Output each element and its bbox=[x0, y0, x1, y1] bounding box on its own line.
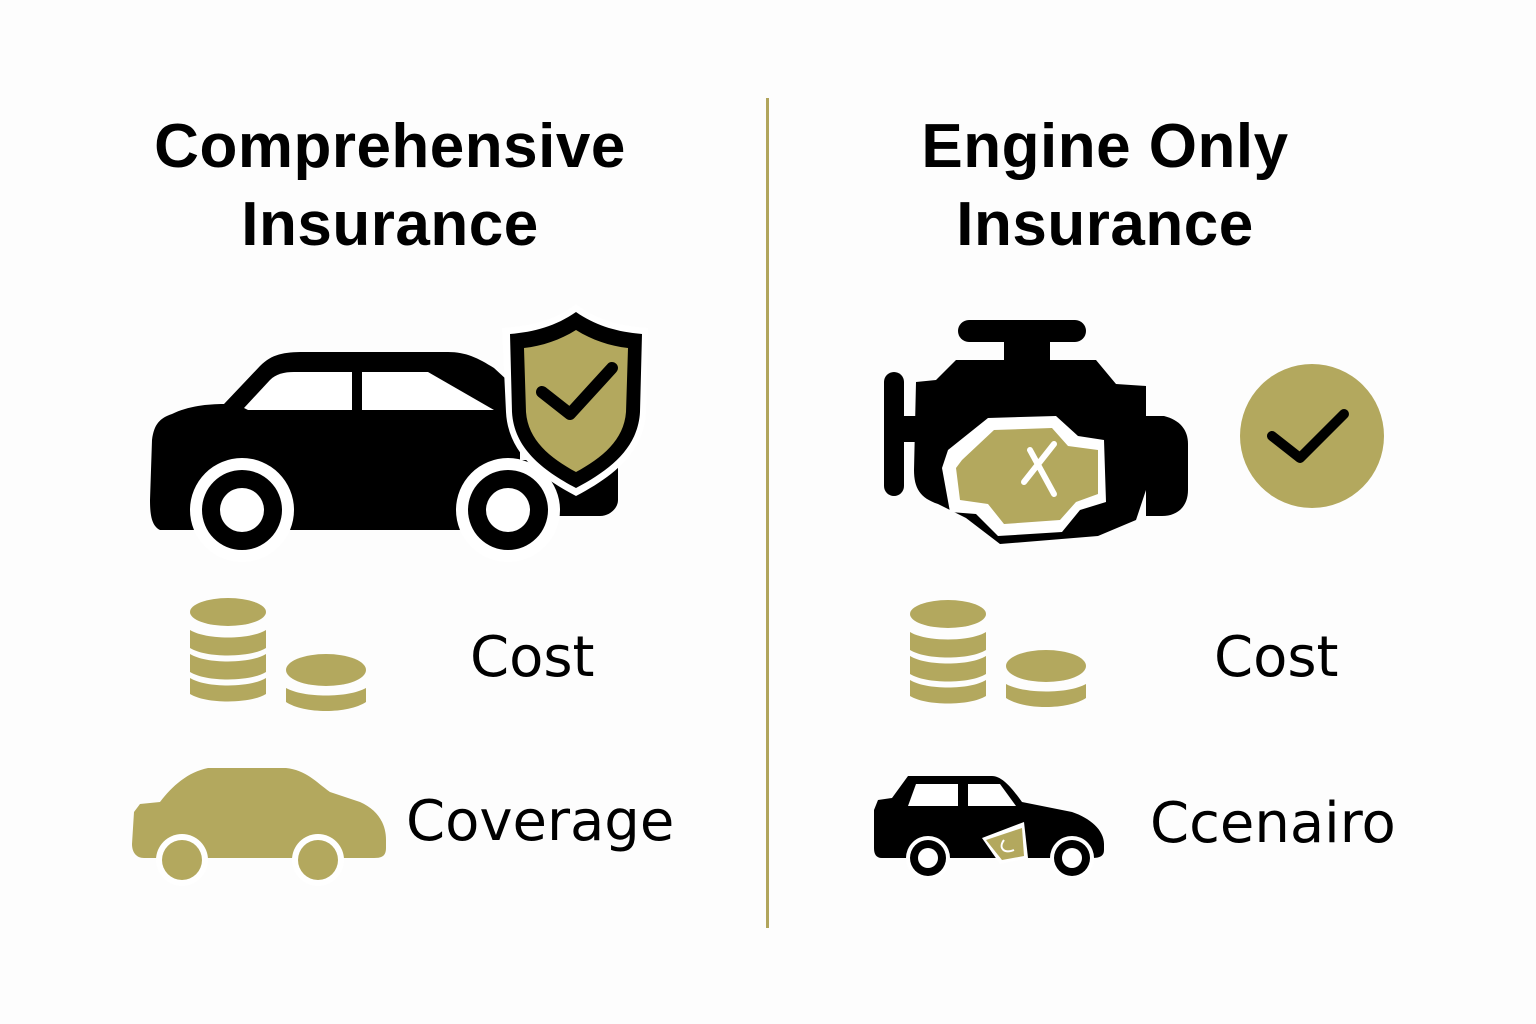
title-line-1: Comprehensive bbox=[154, 112, 626, 181]
comprehensive-title: Comprehensive Insurance bbox=[80, 108, 700, 264]
coins-icon bbox=[190, 598, 366, 711]
engine-only-title: Engine Only Insurance bbox=[820, 108, 1390, 264]
center-divider bbox=[766, 98, 769, 928]
title-line-2: Insurance bbox=[956, 190, 1254, 259]
check-circle-icon bbox=[1240, 364, 1384, 508]
scenario-label: Ccenairo bbox=[1150, 791, 1396, 856]
cost-label-right: Cost bbox=[1214, 625, 1339, 690]
cost-label-left: Cost bbox=[470, 625, 595, 690]
engine-icon bbox=[884, 320, 1188, 544]
coverage-label: Coverage bbox=[406, 789, 675, 854]
shield-check-icon bbox=[502, 304, 648, 496]
title-line-2: Insurance bbox=[241, 190, 539, 259]
car-silhouette-icon bbox=[132, 768, 386, 886]
car-icon bbox=[150, 352, 618, 562]
coins-icon bbox=[910, 600, 1086, 707]
car-engine-icon bbox=[874, 776, 1104, 880]
title-line-1: Engine Only bbox=[921, 112, 1289, 181]
